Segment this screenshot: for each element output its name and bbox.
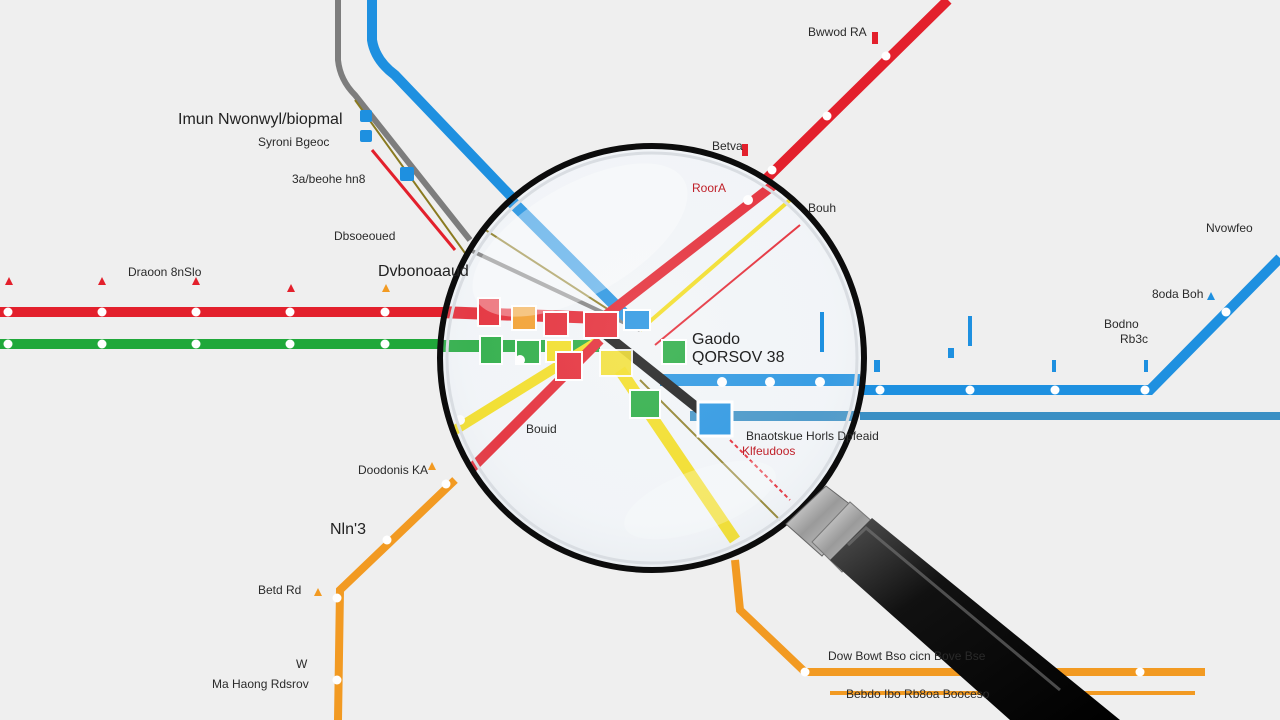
- label-right-4: Rb3c: [1120, 332, 1148, 346]
- label-center-mid-small: Dbsoeoued: [334, 229, 395, 243]
- label-center-red: Betva: [712, 139, 743, 153]
- label-left-orange-5: Ma Haong Rdsrov: [212, 677, 309, 691]
- label-left-row: Draoon 8nSlo: [128, 265, 202, 279]
- blue-line-north: [367, 0, 614, 304]
- label-left-orange-3: Betd Rd: [258, 583, 301, 597]
- stations-outside: [3, 51, 1231, 685]
- blue-line-east: [860, 254, 1280, 395]
- label-right-dark-1: Bouh: [808, 201, 836, 215]
- lens-bottom-left: Bouid: [526, 422, 557, 436]
- label-right-1: Nvowfeo: [1206, 221, 1253, 235]
- blue-ticks: [820, 312, 1148, 372]
- orange-line-southwest: [334, 477, 458, 720]
- map-labels: Bwwod RA Imun Nwonwyl/biopmal Syroni Bge…: [128, 25, 1253, 701]
- label-right-3: Bodno: [1104, 317, 1139, 331]
- label-bottom-right-1: Dow Bowt Bso cicn Bove Bse: [828, 649, 986, 663]
- label-right-dark-2: 8oda Boh: [1152, 287, 1203, 301]
- label-left-orange-4: W: [296, 657, 308, 671]
- label-center-red-2: RoorA: [692, 181, 726, 195]
- magnifying-glass-icon: [785, 485, 1120, 720]
- label-bottom-right-2: Bebdo Ibo Rb8oa Booceso: [846, 687, 990, 701]
- label-top-right: Bwwod RA: [808, 25, 867, 39]
- red-line-northeast: [756, 0, 952, 189]
- label-upper-left-1: Imun Nwonwyl/biopmal: [178, 111, 343, 128]
- label-left-orange-1: Doodonis KA: [358, 463, 428, 477]
- label-upper-left-3: 3a/beohe hn8: [292, 172, 366, 186]
- lens-bottom-sub: Klfeudoos: [742, 444, 795, 458]
- magnifier-lens: [442, 148, 862, 568]
- label-upper-left-2: Syroni Bgeoc: [258, 135, 329, 149]
- label-center-mid: Dvbonoaaud: [378, 263, 469, 280]
- label-left-orange-2: Nln'3: [330, 521, 366, 538]
- station-markers: [5, 32, 1215, 596]
- lens-label-1: Gaodo: [692, 331, 740, 348]
- lens-label-2: QORSOV 38: [692, 349, 785, 366]
- pink-line: [370, 149, 457, 251]
- gray-line: [335, 0, 473, 242]
- lens-bottom-label: Bnaotskue Horls Dpfeaid: [746, 429, 879, 443]
